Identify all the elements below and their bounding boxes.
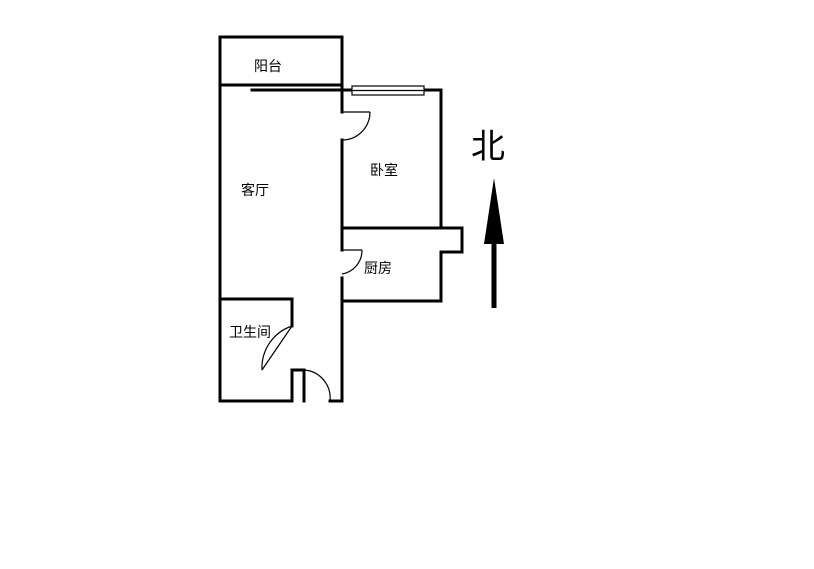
north-compass: 北 xyxy=(471,127,505,308)
room-label-living-room: 客厅 xyxy=(241,182,269,199)
room-label-bathroom: 卫生间 xyxy=(229,325,271,341)
room-label-balcony: 阳台 xyxy=(254,59,282,75)
north-label: 北 xyxy=(471,127,505,167)
north-arrow-icon xyxy=(484,178,504,308)
room-label-bedroom: 卧室 xyxy=(370,162,398,179)
walls xyxy=(218,35,464,403)
doors xyxy=(261,111,371,402)
bedroom-window xyxy=(351,85,425,96)
room-label-kitchen: 厨房 xyxy=(364,261,392,277)
